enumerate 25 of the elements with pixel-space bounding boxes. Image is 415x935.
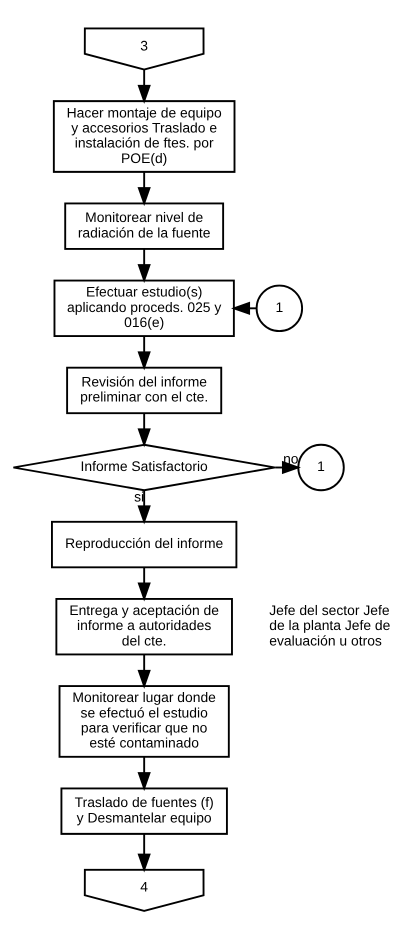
node-box: Traslado de fuentes (f) y Desmantelar equipo — [60, 787, 228, 835]
arrow — [138, 172, 151, 206]
node-circle: 1 — [256, 284, 304, 332]
node-box: Monitorear lugar donde se efectuó el estudio para verificar que no esté contaminado — [58, 685, 230, 758]
node-box: Hacer montaje de equipo y accesorios Traslado e instalación de ftes. por POE(d) — [52, 100, 236, 173]
arrow — [138, 654, 151, 689]
arrow — [138, 834, 151, 873]
node-box: Reproducción del informe — [51, 520, 238, 568]
node-circle: 1 — [297, 444, 345, 492]
arrow — [231, 302, 256, 315]
arrow — [138, 336, 151, 370]
node-box: Efectuar estudio(s) aplicando proceds. 025 y 016(e) — [54, 280, 235, 338]
arrow — [138, 490, 151, 524]
node-diamond: Informe Satisfactorio — [12, 444, 276, 492]
arrow — [138, 413, 151, 448]
edge-label: no — [283, 450, 299, 466]
node-box: Monitorear nivel de radiación de la fuente — [64, 202, 224, 250]
arrow — [138, 568, 151, 602]
node-box: Entrega y aceptación de informe a autoridades del cte. — [55, 598, 233, 656]
arrow — [138, 249, 151, 284]
node-label: Jefe del sector Jefe de la planta Jefe de evaluación u otros — [269, 602, 390, 648]
node-box: Revisión del informe preliminar con el cte. — [66, 366, 222, 414]
arrow — [275, 460, 301, 474]
arrow — [138, 70, 151, 104]
arrow — [138, 757, 151, 792]
